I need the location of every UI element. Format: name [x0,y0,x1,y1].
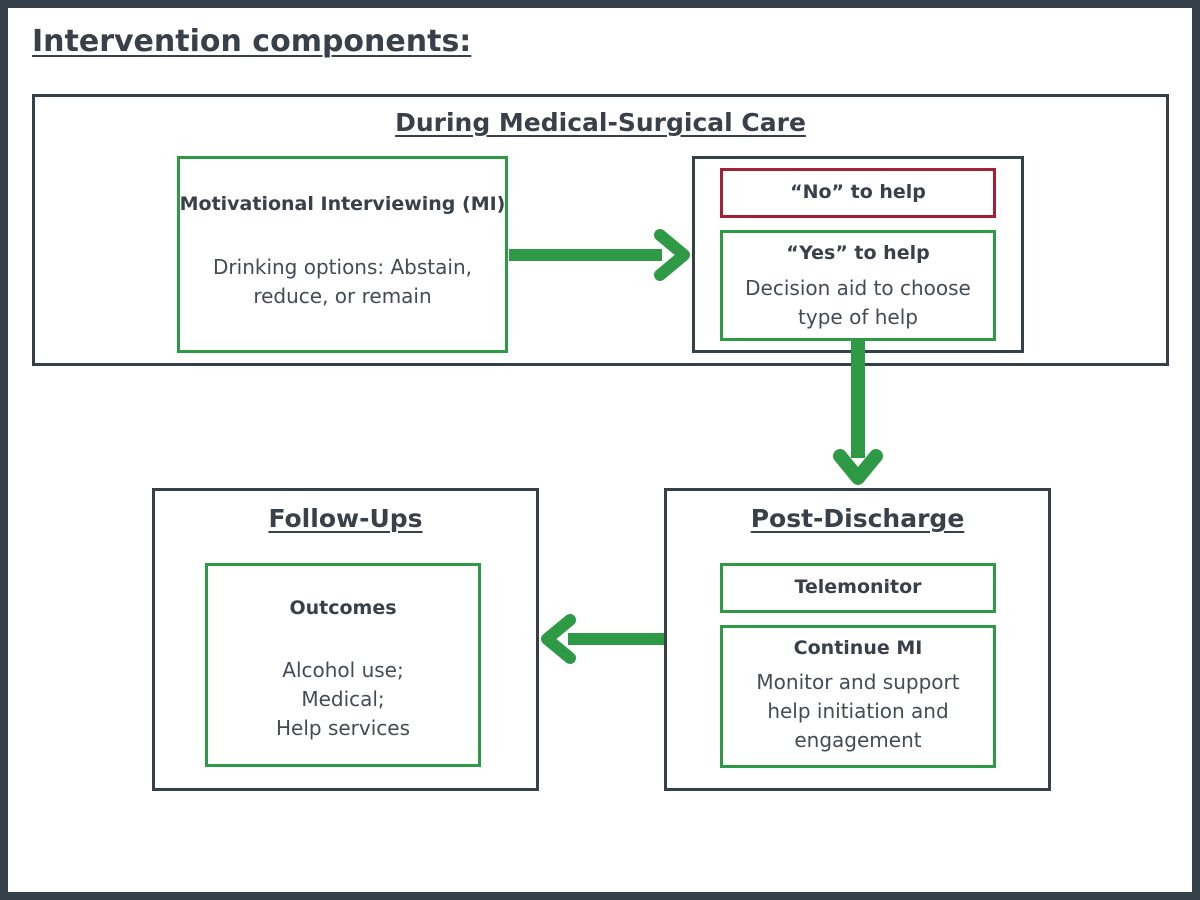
yes-help-box [720,230,996,341]
mi-text-line: reduce, or remain [253,284,432,308]
post-discharge-title: Post-Discharge [750,504,965,533]
mi-box-text: Drinking options: Abstain, reduce, or re… [177,253,508,311]
no-help-title: “No” to help [790,181,926,203]
telemonitor-box [720,563,996,613]
outcomes-text-line: Alcohol use; [282,658,404,682]
continue-mi-text-line: engagement [794,728,922,752]
continue-mi-text-line: Monitor and support [756,670,960,694]
yes-help-text-line: Decision aid to choose [745,276,971,300]
continue-mi-title: Continue MI [793,637,923,659]
yes-help-title: “Yes” to help [786,242,930,264]
no-help-box [720,168,996,218]
arrow-help-to-post-discharge [833,341,883,485]
telemonitor-title: Telemonitor [794,576,922,598]
mi-box-title: Motivational Interviewing (MI) [179,193,506,215]
outcomes-text-line: Help services [275,716,410,740]
continue-mi-text: Monitor and support help initiation and … [720,668,996,755]
arrow-mi-to-help [509,229,690,281]
continue-mi-text-line: help initiation and [767,699,949,723]
follow-ups-title: Follow-Ups [268,504,423,533]
outcomes-text: Alcohol use; Medical; Help services [205,656,481,743]
yes-help-text: Decision aid to choose type of help [720,274,996,332]
mi-box [177,156,508,353]
outcomes-title: Outcomes [289,597,397,619]
mi-text-line: Drinking options: Abstain, [213,255,472,279]
continue-mi-box [720,625,996,768]
during-care-title: During Medical-Surgical Care [395,108,806,137]
arrow-post-discharge-to-follow-ups [541,614,664,664]
page-title: Intervention components: [32,24,472,59]
yes-help-text-line: type of help [798,305,918,329]
outcomes-box [205,563,481,767]
outcomes-text-line: Medical; [301,687,385,711]
